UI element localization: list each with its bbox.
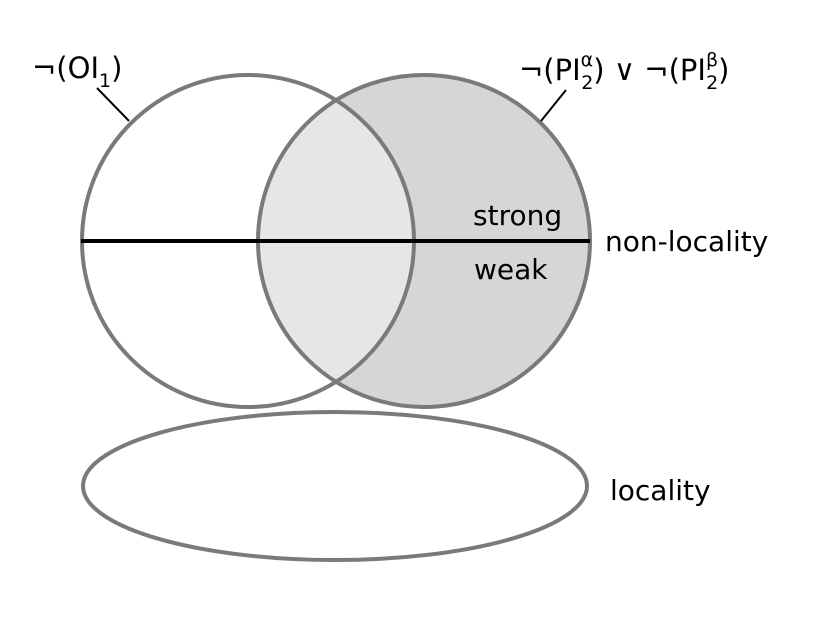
pi-set-label-part2-sub: 2: [706, 72, 718, 94]
oi-label-leader: [96, 87, 130, 122]
pi-set-label-part2-sup: β: [706, 49, 718, 71]
non-locality-label: non-locality: [605, 225, 768, 258]
pi-set-label-part2-prefix: ¬(PI: [644, 53, 706, 87]
overlap-region: [258, 75, 414, 407]
locality-label: locality: [610, 474, 711, 507]
oi-set-label-subscript: 1: [99, 70, 111, 92]
pi-set-label-part1-sup: α: [581, 49, 594, 71]
pi-set-label-part1-prefix: ¬(PI: [519, 53, 581, 87]
oi-set-label-prefix: ¬(OI: [32, 51, 99, 85]
pi-set-label-part1-suffix: ): [593, 53, 604, 87]
oi-set-label-suffix: ): [111, 51, 122, 85]
strong-label: strong: [473, 199, 562, 232]
pi-set-label-part1-sub: 2: [581, 72, 593, 94]
pi-set-label-operator: ∨: [605, 53, 645, 87]
oi-set-label: ¬(OI1): [32, 51, 122, 92]
pi-label-leader: [540, 89, 567, 122]
locality-ellipse: [81, 410, 589, 562]
pi-set-label-part2-suffix: ): [718, 53, 729, 87]
weak-label: weak: [474, 253, 548, 286]
